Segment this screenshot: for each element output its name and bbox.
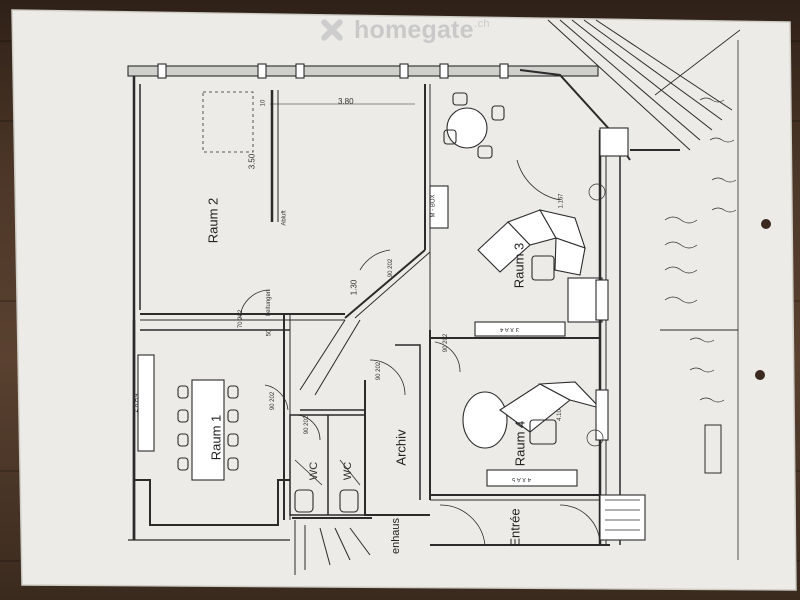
shelf-label-4xa5: 4 X A 5 xyxy=(512,476,532,482)
door-label-4: 90 202 xyxy=(376,361,383,381)
door-label-3: 90 202 xyxy=(270,391,277,411)
brand-tld: .ch xyxy=(474,17,490,30)
dimension-3-80: 3.80 xyxy=(338,97,354,106)
punch-hole xyxy=(755,370,765,380)
dimension-10: 10 xyxy=(260,99,267,107)
dimension-50: 50 xyxy=(266,329,273,337)
leitungen-label: Leitungen xyxy=(266,289,273,317)
room-label-raum4: Raum 4 xyxy=(512,420,528,467)
room-label-treppenhaus: enhaus xyxy=(390,517,403,555)
room-label-wc1: WC xyxy=(308,461,321,481)
room-label-raum2: Raum 2 xyxy=(205,197,221,244)
dimension-1-167: 1.167 xyxy=(558,193,565,209)
door-label-1: 90 202 xyxy=(388,258,395,278)
paper-sheet xyxy=(12,10,796,590)
shelf-label-2xa4: 2 X A 4 xyxy=(133,393,140,413)
room-label-entree: Entrée xyxy=(507,508,523,547)
paper-shadow xyxy=(11,9,797,591)
shelf-label-3xa4: 3 X A 4 xyxy=(500,326,520,332)
door-label-5: 90 202 xyxy=(443,333,450,353)
homegate-logo: homegate .ch xyxy=(318,14,489,46)
mbox-label: M - BOX xyxy=(430,194,437,218)
dimension-3-50: 3.50 xyxy=(247,153,257,170)
room-label-raum3: Raum 3 xyxy=(511,242,527,289)
abluft-label: Abluft xyxy=(281,210,288,226)
dimension-1-30: 1.30 xyxy=(349,279,359,296)
homegate-x-icon xyxy=(318,16,346,44)
brand-name: homegate xyxy=(354,15,474,44)
door-label-2: 70 202 xyxy=(238,309,245,329)
room-label-archiv: Archiv xyxy=(393,429,409,466)
room-label-wc2: WC xyxy=(342,461,355,481)
room-label-raum1: Raum 1 xyxy=(208,414,224,461)
dimension-4-10: 4.10 xyxy=(556,409,563,421)
punch-hole xyxy=(761,219,771,229)
door-label-6: 90 202 xyxy=(304,415,311,435)
homegate-wordmark: homegate .ch xyxy=(354,15,489,45)
outer-wall-top xyxy=(127,65,599,77)
